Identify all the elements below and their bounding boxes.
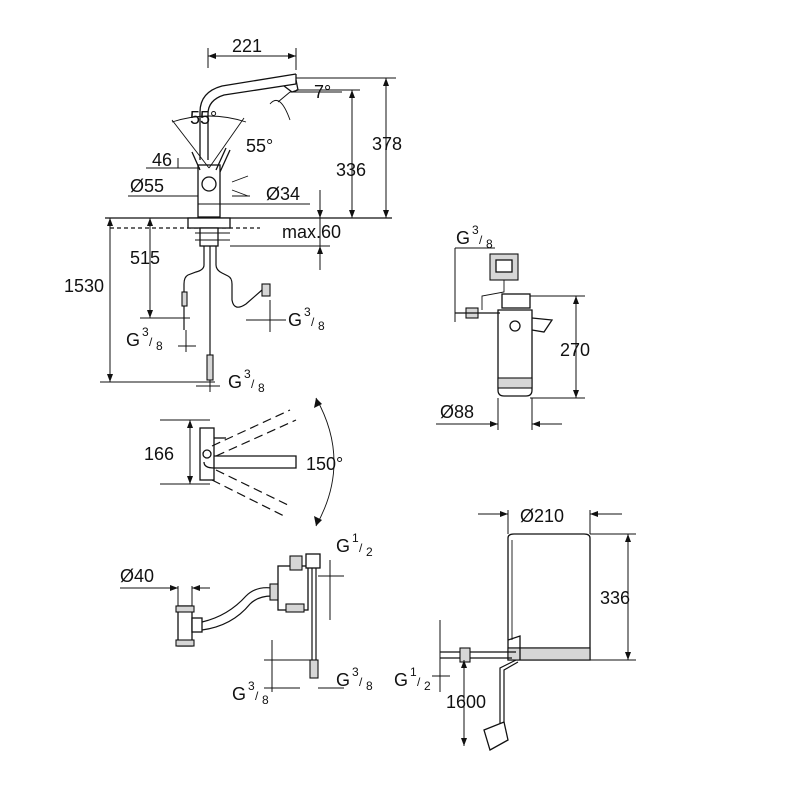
- swivel-ghost-upper: [211, 409, 297, 457]
- svg-text:8: 8: [156, 339, 163, 353]
- svg-text:G: G: [126, 330, 140, 350]
- power-plug: [483, 721, 509, 751]
- svg-text:G: G: [336, 536, 350, 556]
- swivel-arc: [315, 397, 335, 527]
- svg-text:G: G: [288, 310, 302, 330]
- svg-text:8: 8: [318, 319, 325, 333]
- thread-g38-valve-right: G 3 / 8: [336, 665, 373, 693]
- svg-text:/: /: [479, 233, 483, 247]
- connection-hose: [201, 587, 273, 631]
- dim-power-cable: 1600: [446, 692, 486, 712]
- svg-text:/: /: [311, 315, 315, 329]
- svg-text:8: 8: [486, 237, 493, 251]
- thread-g12-boiler: G 1 / 2: [394, 665, 431, 693]
- dim-spout-tilt: 7°: [314, 82, 331, 102]
- dim-deck-thickness: max.60: [282, 222, 341, 242]
- faucet-control-knob: [201, 176, 217, 192]
- svg-text:G: G: [228, 372, 242, 392]
- svg-text:/: /: [359, 675, 363, 689]
- svg-text:1: 1: [352, 531, 359, 545]
- top-view-spout: [203, 455, 297, 469]
- svg-text:/: /: [255, 689, 259, 703]
- dim-spout-height: 336: [336, 160, 366, 180]
- filter-cartridge: [497, 309, 533, 397]
- svg-text:2: 2: [424, 679, 431, 693]
- svg-text:3: 3: [248, 679, 255, 693]
- boiler-tank: [507, 533, 591, 661]
- boiler-unit: [432, 510, 636, 751]
- faucet-lever: [215, 147, 227, 171]
- thread-g38-valve-left: G 3 / 8: [232, 679, 269, 707]
- dim-spout-reach: 221: [232, 36, 262, 56]
- dim-total-height: 378: [372, 134, 402, 154]
- dim-boiler-height: 336: [600, 588, 630, 608]
- dimension-labels: 221 7° 55° 55° 46 Ø55 Ø34 336 378 max.60…: [64, 36, 630, 712]
- svg-text:G: G: [394, 670, 408, 690]
- svg-text:2: 2: [366, 545, 373, 559]
- supply-hoses: [183, 246, 263, 360]
- svg-text:8: 8: [366, 679, 373, 693]
- valve-outlet-pipe: [311, 568, 317, 660]
- mounting-shank: [187, 217, 231, 229]
- svg-text:3: 3: [352, 665, 359, 679]
- filter-head: [501, 293, 531, 309]
- dim-tee-diameter: Ø40: [120, 566, 154, 586]
- thread-g12-valve: G 1 / 2: [336, 531, 373, 559]
- mixing-valve-body: [277, 565, 309, 611]
- svg-text:3: 3: [142, 325, 149, 339]
- svg-text:1: 1: [410, 665, 417, 679]
- filter-unit: [436, 247, 585, 430]
- swivel-ghost-lower: [211, 469, 291, 517]
- mixing-valve-assembly: [120, 553, 344, 692]
- dim-lever-angle-left: 55°: [190, 108, 217, 128]
- svg-text:/: /: [417, 675, 421, 689]
- svg-text:3: 3: [304, 305, 311, 319]
- svg-text:/: /: [251, 377, 255, 391]
- svg-text:3: 3: [244, 367, 251, 381]
- svg-text:G: G: [456, 228, 470, 248]
- dim-filter-height: 270: [560, 340, 590, 360]
- svg-text:/: /: [149, 335, 153, 349]
- thread-g38-b: G 3 / 8: [288, 305, 325, 333]
- dim-lever-angle-right: 55°: [246, 136, 273, 156]
- faucet-front-view: [100, 48, 396, 392]
- power-cable: [499, 659, 519, 732]
- dim-body-diameter: Ø55: [130, 176, 164, 196]
- boiler-inlet-pipe: [440, 651, 516, 659]
- dim-mount-hole: Ø34: [266, 184, 300, 204]
- thread-g38-filter: G 3 / 8: [456, 223, 493, 251]
- svg-text:/: /: [359, 541, 363, 555]
- thread-g38-a: G 3 / 8: [126, 325, 163, 353]
- svg-text:3: 3: [472, 223, 479, 237]
- dim-hose-upper: 515: [130, 248, 160, 268]
- svg-text:G: G: [232, 684, 246, 704]
- spout-nozzle: [283, 79, 299, 93]
- dim-filter-diameter: Ø88: [440, 402, 474, 422]
- dim-lever-offset: 46: [152, 150, 172, 170]
- dim-hose-total: 1530: [64, 276, 104, 296]
- dim-swivel-angle: 150°: [306, 454, 343, 474]
- svg-text:G: G: [336, 670, 350, 690]
- faucet-top-view: [160, 397, 335, 527]
- dim-swivel-depth: 166: [144, 444, 174, 464]
- svg-text:8: 8: [258, 381, 265, 395]
- thread-labels: G 3 / 8 G 3 / 8 G 3 / 8 G 3 / 8 G 1 / 2: [126, 223, 493, 707]
- thread-g38-c: G 3 / 8: [228, 367, 265, 395]
- svg-text:8: 8: [262, 693, 269, 707]
- dim-boiler-diameter: Ø210: [520, 506, 564, 526]
